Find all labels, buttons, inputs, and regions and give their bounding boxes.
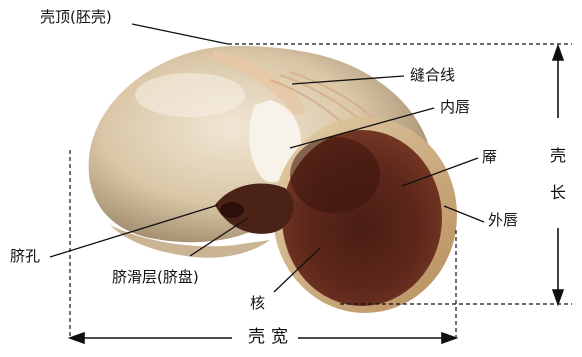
label-aperture: 厣 <box>482 150 497 165</box>
label-inner-lip: 内唇 <box>440 100 470 115</box>
label-outer-lip: 外唇 <box>488 213 518 228</box>
label-length-bottom: 长 <box>549 185 567 201</box>
label-apex: 壳顶(胚壳) <box>40 10 112 25</box>
length-arrow <box>553 46 563 304</box>
label-callus: 脐滑层(脐盘) <box>112 270 199 285</box>
label-suture: 缝合线 <box>410 68 455 83</box>
aperture-shadow <box>290 137 380 213</box>
whorl-highlight <box>135 73 245 117</box>
label-length-top: 壳 <box>549 148 567 164</box>
label-axis: 核 <box>250 296 265 311</box>
label-width: 壳宽 <box>248 329 294 346</box>
label-umbilicus: 脐孔 <box>10 249 40 264</box>
leader-apex <box>132 24 228 44</box>
umbilicus-hole <box>220 202 244 218</box>
